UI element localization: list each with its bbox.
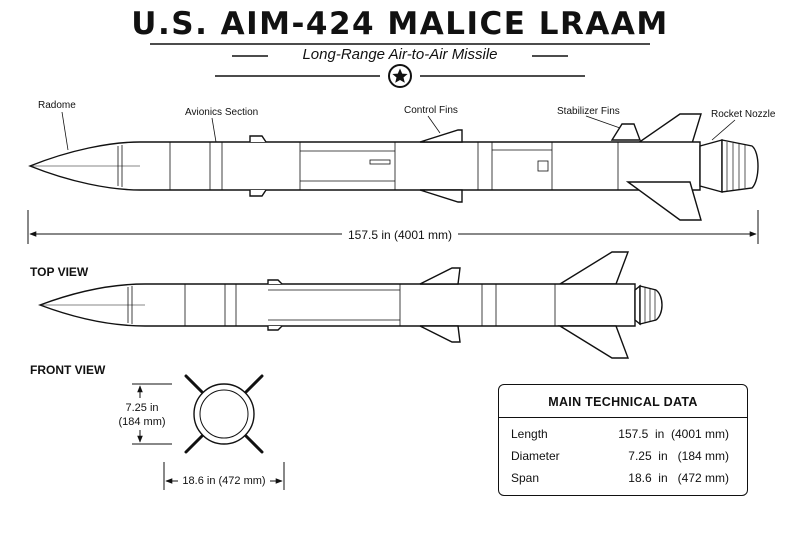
top-control-fin-right — [419, 325, 461, 343]
top-control-fin-left — [419, 267, 461, 285]
spec-name: Span — [511, 471, 540, 485]
spec-row-length: Length 157.5 in (4001 mm) — [499, 427, 747, 445]
side-view-leaders — [61, 111, 736, 151]
label-stabilizer-fins: Stabilizer Fins — [557, 106, 620, 117]
top-view-missile — [38, 251, 663, 359]
top-nozzle — [639, 285, 663, 325]
spec-name: Length — [511, 427, 548, 441]
label-control-fins: Control Fins — [404, 105, 458, 116]
side-nozzle-collar — [699, 139, 723, 193]
side-view-missile — [28, 113, 759, 221]
side-small-fin-top — [610, 123, 642, 141]
label-radome: Radome — [38, 100, 76, 111]
spec-name: Diameter — [511, 449, 560, 463]
technical-data-title: MAIN TECHNICAL DATA — [548, 395, 698, 409]
technical-data-panel: MAIN TECHNICAL DATA Length 157.5 in (400… — [498, 384, 748, 496]
top-view-label: TOP VIEW — [30, 265, 89, 279]
side-nozzle — [721, 139, 759, 193]
front-fins — [184, 374, 264, 454]
label-rocket-nozzle: Rocket Nozzle — [711, 109, 776, 120]
front-span-dimension: 18.6 in (472 mm) — [178, 475, 270, 487]
front-dimension-lines — [132, 383, 285, 490]
front-diameter-line2: (184 mm) — [118, 416, 166, 428]
spec-value: 157.5 in (4001 mm) — [618, 427, 729, 441]
top-stabilizer-fin-right — [557, 325, 630, 359]
spec-row-span: Span 18.6 in (472 mm) — [499, 471, 747, 489]
front-diameter-line1: 7.25 in — [125, 402, 159, 414]
side-control-fin-bottom — [419, 189, 463, 203]
top-stabilizer-fin-left — [557, 251, 630, 285]
side-stabilizer-fin-bottom — [625, 181, 702, 221]
spec-value: 18.6 in (472 mm) — [628, 471, 729, 485]
spec-row-diameter: Diameter 7.25 in (184 mm) — [499, 449, 747, 467]
title-rules — [150, 43, 650, 77]
label-avionics-section: Avionics Section — [185, 107, 259, 118]
page-title: U.S. AIM-424 MALICE LRAAM — [131, 6, 669, 42]
technical-data-divider — [499, 417, 747, 418]
front-inner-ring — [199, 389, 249, 439]
front-view-label: FRONT VIEW — [30, 363, 106, 377]
spec-value: 7.25 in (184 mm) — [628, 449, 729, 463]
front-view-missile — [184, 374, 264, 454]
star-in-circle-icon — [388, 64, 412, 88]
length-dimension-text: 157.5 in (4001 mm) — [0, 228, 800, 242]
page-subtitle: Long-Range Air-to-Air Missile — [302, 46, 498, 63]
side-control-fin-top — [419, 129, 463, 143]
